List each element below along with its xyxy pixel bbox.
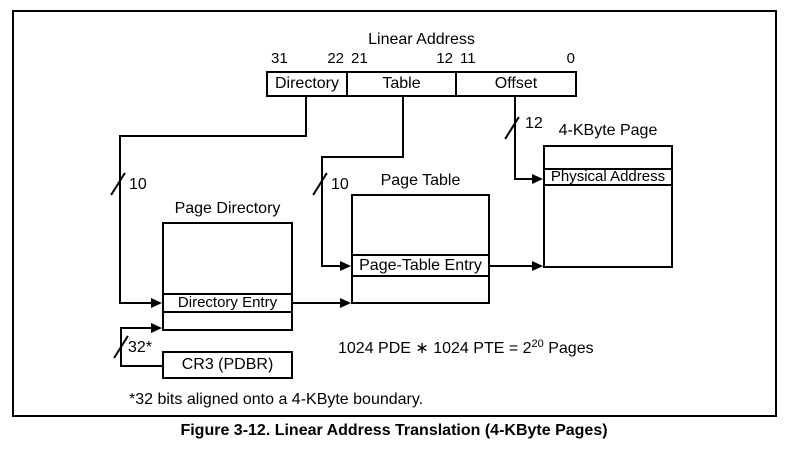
formula-suffix: Pages [543, 340, 594, 357]
page-table-box: Page-Table Entry [351, 194, 490, 304]
arrowhead-to-physical-address [532, 174, 543, 184]
directory-path-segment [119, 135, 307, 137]
table-path-segment [321, 156, 404, 158]
page-directory-title: Page Directory [174, 200, 281, 217]
bus-width-label-directory: 10 [129, 176, 147, 193]
page-table-entry-to-page-frame-line [490, 265, 534, 267]
field-directory: Directory [274, 75, 339, 92]
directory-entry-row: Directory Entry [164, 293, 291, 313]
arrowhead-to-directory-entry [151, 298, 162, 308]
bit-label-31: 31 [271, 50, 288, 67]
table-path-segment [402, 97, 404, 158]
directory-path-segment [305, 97, 307, 137]
bit-range-offset: 11 0 [455, 51, 577, 67]
arrowhead-to-page-table-base [340, 298, 351, 308]
directory-entry-to-page-table-line [293, 302, 342, 304]
linear-address-title: Linear Address [368, 31, 475, 48]
arrowhead-to-page-table-entry [340, 261, 351, 271]
arrowhead-to-page-directory-base [151, 323, 162, 333]
figure-border [12, 10, 777, 417]
bit-range-directory: 31 22 [266, 51, 346, 67]
linear-address-box: Directory Table Offset [266, 71, 577, 97]
table-path-segment [321, 156, 323, 267]
bit-label-21: 21 [351, 50, 368, 67]
bus-width-label-cr3: 32* [128, 339, 153, 356]
field-table: Table [346, 73, 455, 95]
bus-width-label-table: 10 [331, 176, 349, 193]
bit-label-22: 22 [327, 50, 344, 67]
bit-label-12: 12 [436, 50, 453, 67]
arrowhead-to-page-frame-base [532, 261, 543, 271]
bus-width-label-offset: 12 [525, 115, 543, 132]
page-frame-box: Physical Address [543, 145, 673, 268]
offset-path-segment [514, 97, 516, 180]
cr3-path-segment [120, 365, 162, 367]
table-path-segment [321, 265, 342, 267]
physical-address-row: Physical Address [545, 168, 671, 186]
cr3-path-segment [120, 327, 153, 329]
formula-prefix: 1024 PDE ∗ 1024 PTE = 2 [338, 340, 532, 357]
page-directory-box: Directory Entry [162, 222, 293, 331]
formula-exponent: 20 [531, 338, 544, 350]
bit-range-table: 21 12 [346, 51, 455, 67]
page-table-entry-row: Page-Table Entry [353, 254, 488, 277]
figure-caption: Figure 3-12. Linear Address Translation … [180, 422, 608, 439]
page-frame-title: 4-KByte Page [558, 122, 658, 139]
bit-label-0: 0 [566, 50, 575, 67]
directory-path-segment [119, 135, 121, 304]
cr3-box: CR3 (PDBR) [162, 351, 293, 379]
directory-path-segment [119, 302, 152, 304]
page-table-title: Page Table [380, 172, 461, 189]
pde-pte-formula: 1024 PDE ∗ 1024 PTE = 220 Pages [338, 338, 594, 358]
footnote: *32 bits aligned onto a 4-KByte boundary… [129, 391, 424, 408]
bit-label-11: 11 [460, 50, 476, 67]
field-offset: Offset [455, 73, 575, 95]
offset-path-segment [514, 178, 534, 180]
